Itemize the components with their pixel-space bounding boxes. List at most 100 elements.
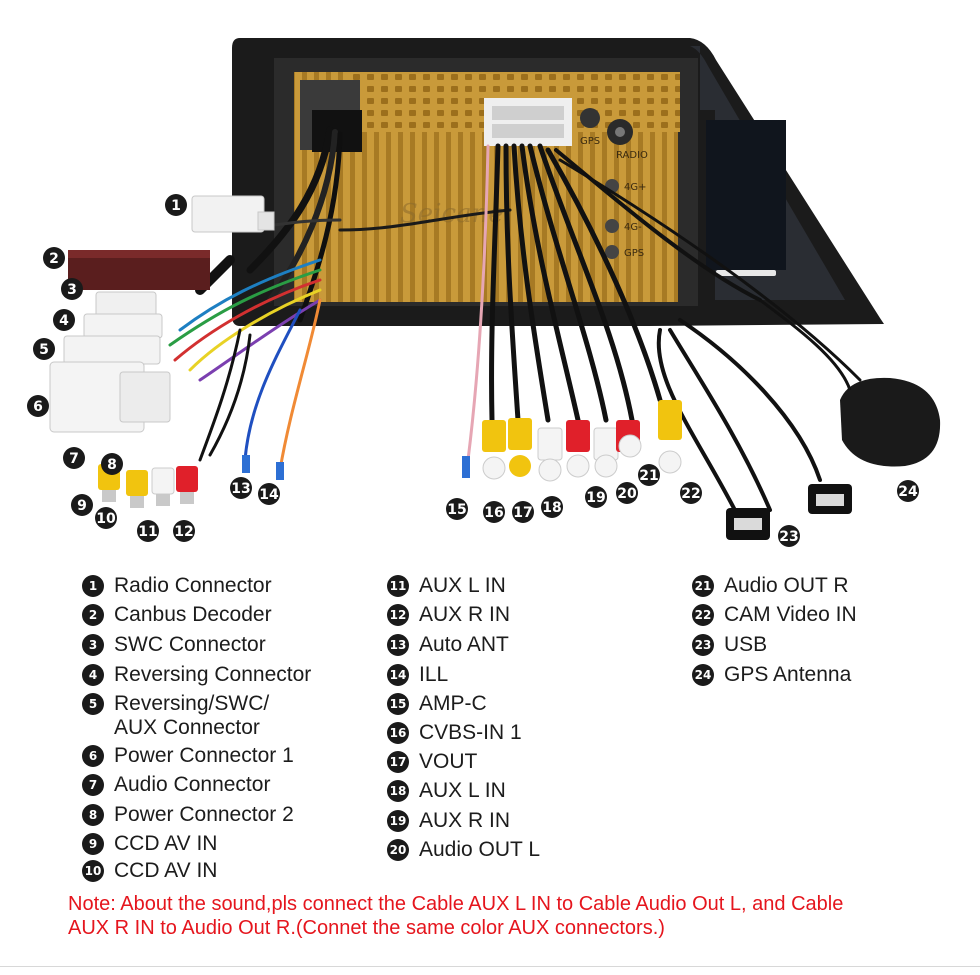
callout-badge: 21 bbox=[638, 464, 660, 486]
callout-badge: 18 bbox=[541, 496, 563, 518]
legend-number: 5 bbox=[82, 693, 104, 715]
svg-text:21: 21 bbox=[639, 468, 658, 484]
legend-item: 2 Canbus Decoder bbox=[82, 603, 272, 627]
legend-number: 16 bbox=[387, 722, 409, 744]
legend-label: Auto ANT bbox=[419, 633, 509, 656]
svg-text:20: 20 bbox=[617, 486, 637, 502]
svg-text:22: 22 bbox=[681, 486, 700, 502]
legend-number: 11 bbox=[387, 575, 409, 597]
callout-badge: 5 bbox=[33, 338, 55, 360]
legend-label: AUX R IN bbox=[419, 603, 511, 626]
callout-badge: 11 bbox=[137, 520, 159, 542]
legend-number: 14 bbox=[387, 664, 409, 686]
svg-text:14: 14 bbox=[259, 487, 279, 503]
legend-number: 21 bbox=[692, 575, 714, 597]
legend-item: 1 Radio Connector bbox=[82, 574, 272, 598]
callout-badge: 13 bbox=[230, 477, 252, 499]
legend-label: VOUT bbox=[419, 750, 478, 773]
legend-label: Audio Connector bbox=[114, 773, 271, 796]
callout-badge: 4 bbox=[53, 309, 75, 331]
svg-text:9: 9 bbox=[77, 498, 87, 514]
legend-label: Radio Connector bbox=[114, 574, 272, 597]
legend-number: 22 bbox=[692, 604, 714, 626]
svg-text:11: 11 bbox=[138, 524, 157, 540]
legend-item: 24 GPS Antenna bbox=[692, 663, 851, 687]
legend-label: AUX R IN bbox=[419, 809, 511, 832]
wiring-diagram: GPS RADIO 4G+ 4G- GPS Seicane bbox=[27, 38, 941, 547]
note-line-1: Note: About the sound,pls connect the Ca… bbox=[68, 893, 844, 915]
callout-badge: 15 bbox=[446, 498, 468, 520]
legend-label: Audio OUT R bbox=[724, 574, 849, 597]
legend-item: 13 Auto ANT bbox=[387, 633, 509, 657]
usb-cables bbox=[726, 484, 852, 540]
legend-item: 12 AUX R IN bbox=[387, 603, 510, 627]
callout-badge: 24 bbox=[897, 480, 919, 502]
legend-label: Reversing/SWC/ AUX Connector bbox=[114, 692, 270, 739]
legend-number: 13 bbox=[387, 634, 409, 656]
bottom-divider bbox=[0, 966, 980, 967]
svg-text:10: 10 bbox=[96, 511, 116, 527]
callout-badge: 2 bbox=[43, 247, 65, 269]
legend-number: 8 bbox=[82, 804, 104, 826]
legend-label: Reversing Connector bbox=[114, 663, 312, 686]
callout-badge: 23 bbox=[778, 525, 800, 547]
gps-label: GPS bbox=[580, 136, 600, 147]
radio-connector bbox=[191, 195, 275, 233]
legend-number: 2 bbox=[82, 604, 104, 626]
legend-label: Power Connector 2 bbox=[114, 803, 294, 826]
legend-number: 12 bbox=[387, 604, 409, 626]
legend-label: AMP-C bbox=[419, 692, 487, 715]
legend-number: 20 bbox=[387, 839, 409, 861]
callout-badge: 1 bbox=[165, 194, 187, 216]
callout-badge: 16 bbox=[483, 501, 505, 523]
svg-text:5: 5 bbox=[39, 342, 49, 358]
callout-badge: 14 bbox=[258, 483, 280, 505]
legend-item: 23 USB bbox=[692, 633, 767, 657]
legend-label: GPS Antenna bbox=[724, 663, 852, 686]
screen-glass bbox=[706, 120, 786, 270]
legend-number: 18 bbox=[387, 780, 409, 802]
legend-label: Power Connector 1 bbox=[114, 744, 294, 767]
callout-badge: 9 bbox=[71, 494, 93, 516]
antenna-wire-tips bbox=[242, 455, 284, 480]
legend-label: CCD AV IN bbox=[114, 859, 218, 882]
legend-number: 15 bbox=[387, 693, 409, 715]
svg-text:1: 1 bbox=[171, 198, 181, 214]
port-4g-minus-label: 4G- bbox=[624, 222, 642, 233]
legend-label: CVBS-IN 1 bbox=[419, 721, 522, 744]
svg-text:23: 23 bbox=[779, 529, 798, 545]
gps-port bbox=[580, 108, 600, 128]
svg-text:7: 7 bbox=[69, 451, 79, 467]
legend-label: Canbus Decoder bbox=[114, 603, 272, 626]
svg-text:2: 2 bbox=[49, 251, 59, 267]
legend-label: USB bbox=[724, 633, 768, 656]
callout-badge: 8 bbox=[101, 453, 123, 475]
legend-number: 19 bbox=[387, 810, 409, 832]
callout-badge: 10 bbox=[95, 507, 117, 529]
legend-number: 7 bbox=[82, 774, 104, 796]
gps-antenna bbox=[759, 298, 941, 467]
callout-badge: 7 bbox=[63, 447, 85, 469]
legend-number: 1 bbox=[82, 575, 104, 597]
callout-badge: 20 bbox=[616, 482, 638, 504]
legend-label: AUX L IN bbox=[419, 574, 506, 597]
legend-number: 23 bbox=[692, 634, 714, 656]
legend-number: 3 bbox=[82, 634, 104, 656]
legend-number: 10 bbox=[82, 860, 104, 882]
legend-number: 24 bbox=[692, 664, 714, 686]
legend-item: 21 Audio OUT R bbox=[692, 574, 849, 598]
legend-item: 11 AUX L IN bbox=[387, 574, 506, 598]
reversing-swc-aux-connector bbox=[63, 335, 161, 365]
callout-badge: 12 bbox=[173, 520, 195, 542]
reversing-connector bbox=[83, 313, 163, 339]
svg-text:17: 17 bbox=[513, 505, 532, 521]
legend-item: 7 Audio Connector bbox=[82, 773, 270, 797]
legend-item: 10 CCD AV IN bbox=[82, 859, 217, 883]
callout-badge: 17 bbox=[512, 501, 534, 523]
legend-item: 8 Power Connector 2 bbox=[82, 803, 294, 827]
